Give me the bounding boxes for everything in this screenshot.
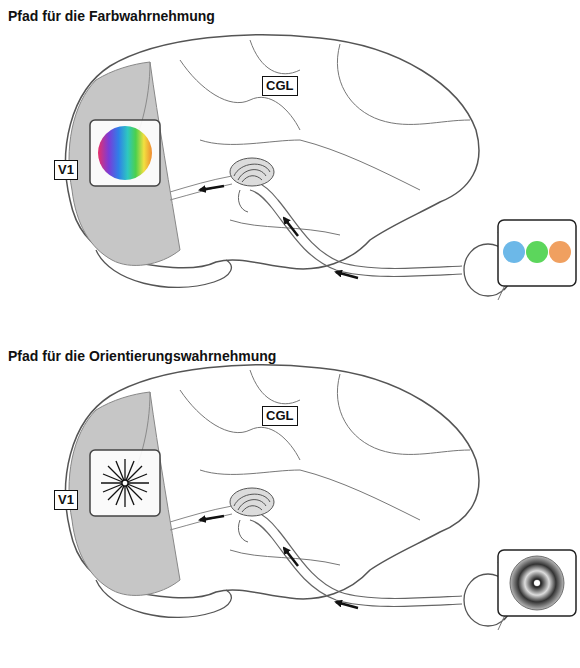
orientation-stimulus (510, 556, 564, 610)
stimulus-center (534, 580, 540, 586)
panel-heading: Pfad für die Farbwahrnehmung (8, 8, 215, 24)
region-label: CGL (266, 78, 297, 93)
panel-heading: Pfad für die Orientierungswahrnehmung (8, 348, 276, 364)
brain-outline (66, 365, 576, 630)
green-dot (526, 241, 548, 263)
region-label-box: V1 (54, 490, 78, 510)
region-label-box: CGL (262, 76, 298, 96)
region-label: V1 (58, 162, 77, 177)
blue-dot (503, 241, 525, 263)
orange-dot (549, 241, 571, 263)
region-label: CGL (266, 408, 297, 423)
region-label-box: CGL (262, 406, 298, 426)
brain-outline (66, 35, 576, 300)
color-spectrum (98, 126, 152, 180)
orientation-star (101, 459, 149, 507)
region-label-box: V1 (54, 160, 78, 180)
region-label: V1 (58, 492, 77, 507)
